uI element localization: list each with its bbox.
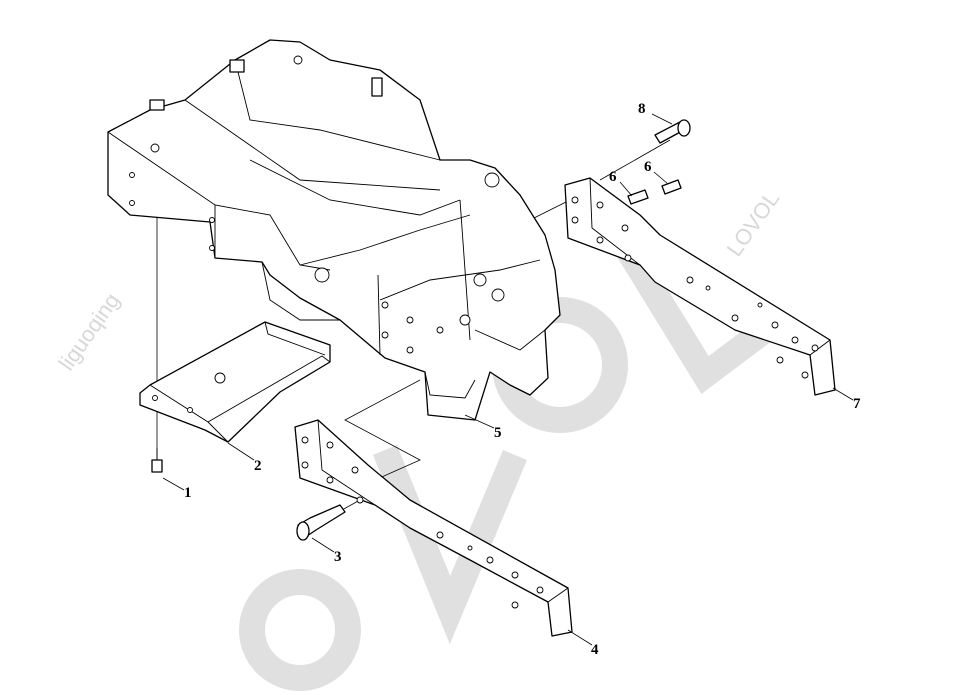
- svg-text:liguoqing: liguoqing: [54, 288, 125, 374]
- callout-2: 2: [254, 458, 262, 474]
- front-frame-casting: [107, 39, 561, 421]
- callouts: 1 2 3 4 5 6 6 7 8: [184, 101, 861, 658]
- left-rail-holes: [301, 436, 544, 609]
- callout-8: 8: [638, 101, 646, 117]
- callout-6b: 6: [644, 159, 652, 175]
- bolt-1: [151, 448, 163, 473]
- callout-5: 5: [494, 425, 502, 441]
- watermark-letter-l: [613, 238, 773, 394]
- bolt-8: [654, 119, 691, 144]
- watermark-left: liguoqing: [54, 288, 125, 374]
- bolt-3: [296, 504, 346, 541]
- left-side-rail: [294, 419, 573, 637]
- guard-plate: [139, 321, 331, 443]
- callout-7: 7: [853, 396, 861, 412]
- pin-6b: [661, 179, 682, 195]
- callout-3: 3: [334, 549, 342, 565]
- right-side-rail: [564, 177, 836, 396]
- pin-6a: [627, 189, 649, 205]
- right-rail-holes: [571, 196, 819, 379]
- callout-1: 1: [184, 485, 192, 501]
- callout-4: 4: [591, 642, 599, 658]
- svg-text:LOVOL: LOVOL: [722, 186, 785, 260]
- watermark-letter-o1: [239, 569, 361, 691]
- watermark-right: LOVOL: [722, 186, 785, 260]
- callout-6a: 6: [609, 169, 617, 185]
- callout-leaders: [162, 113, 854, 646]
